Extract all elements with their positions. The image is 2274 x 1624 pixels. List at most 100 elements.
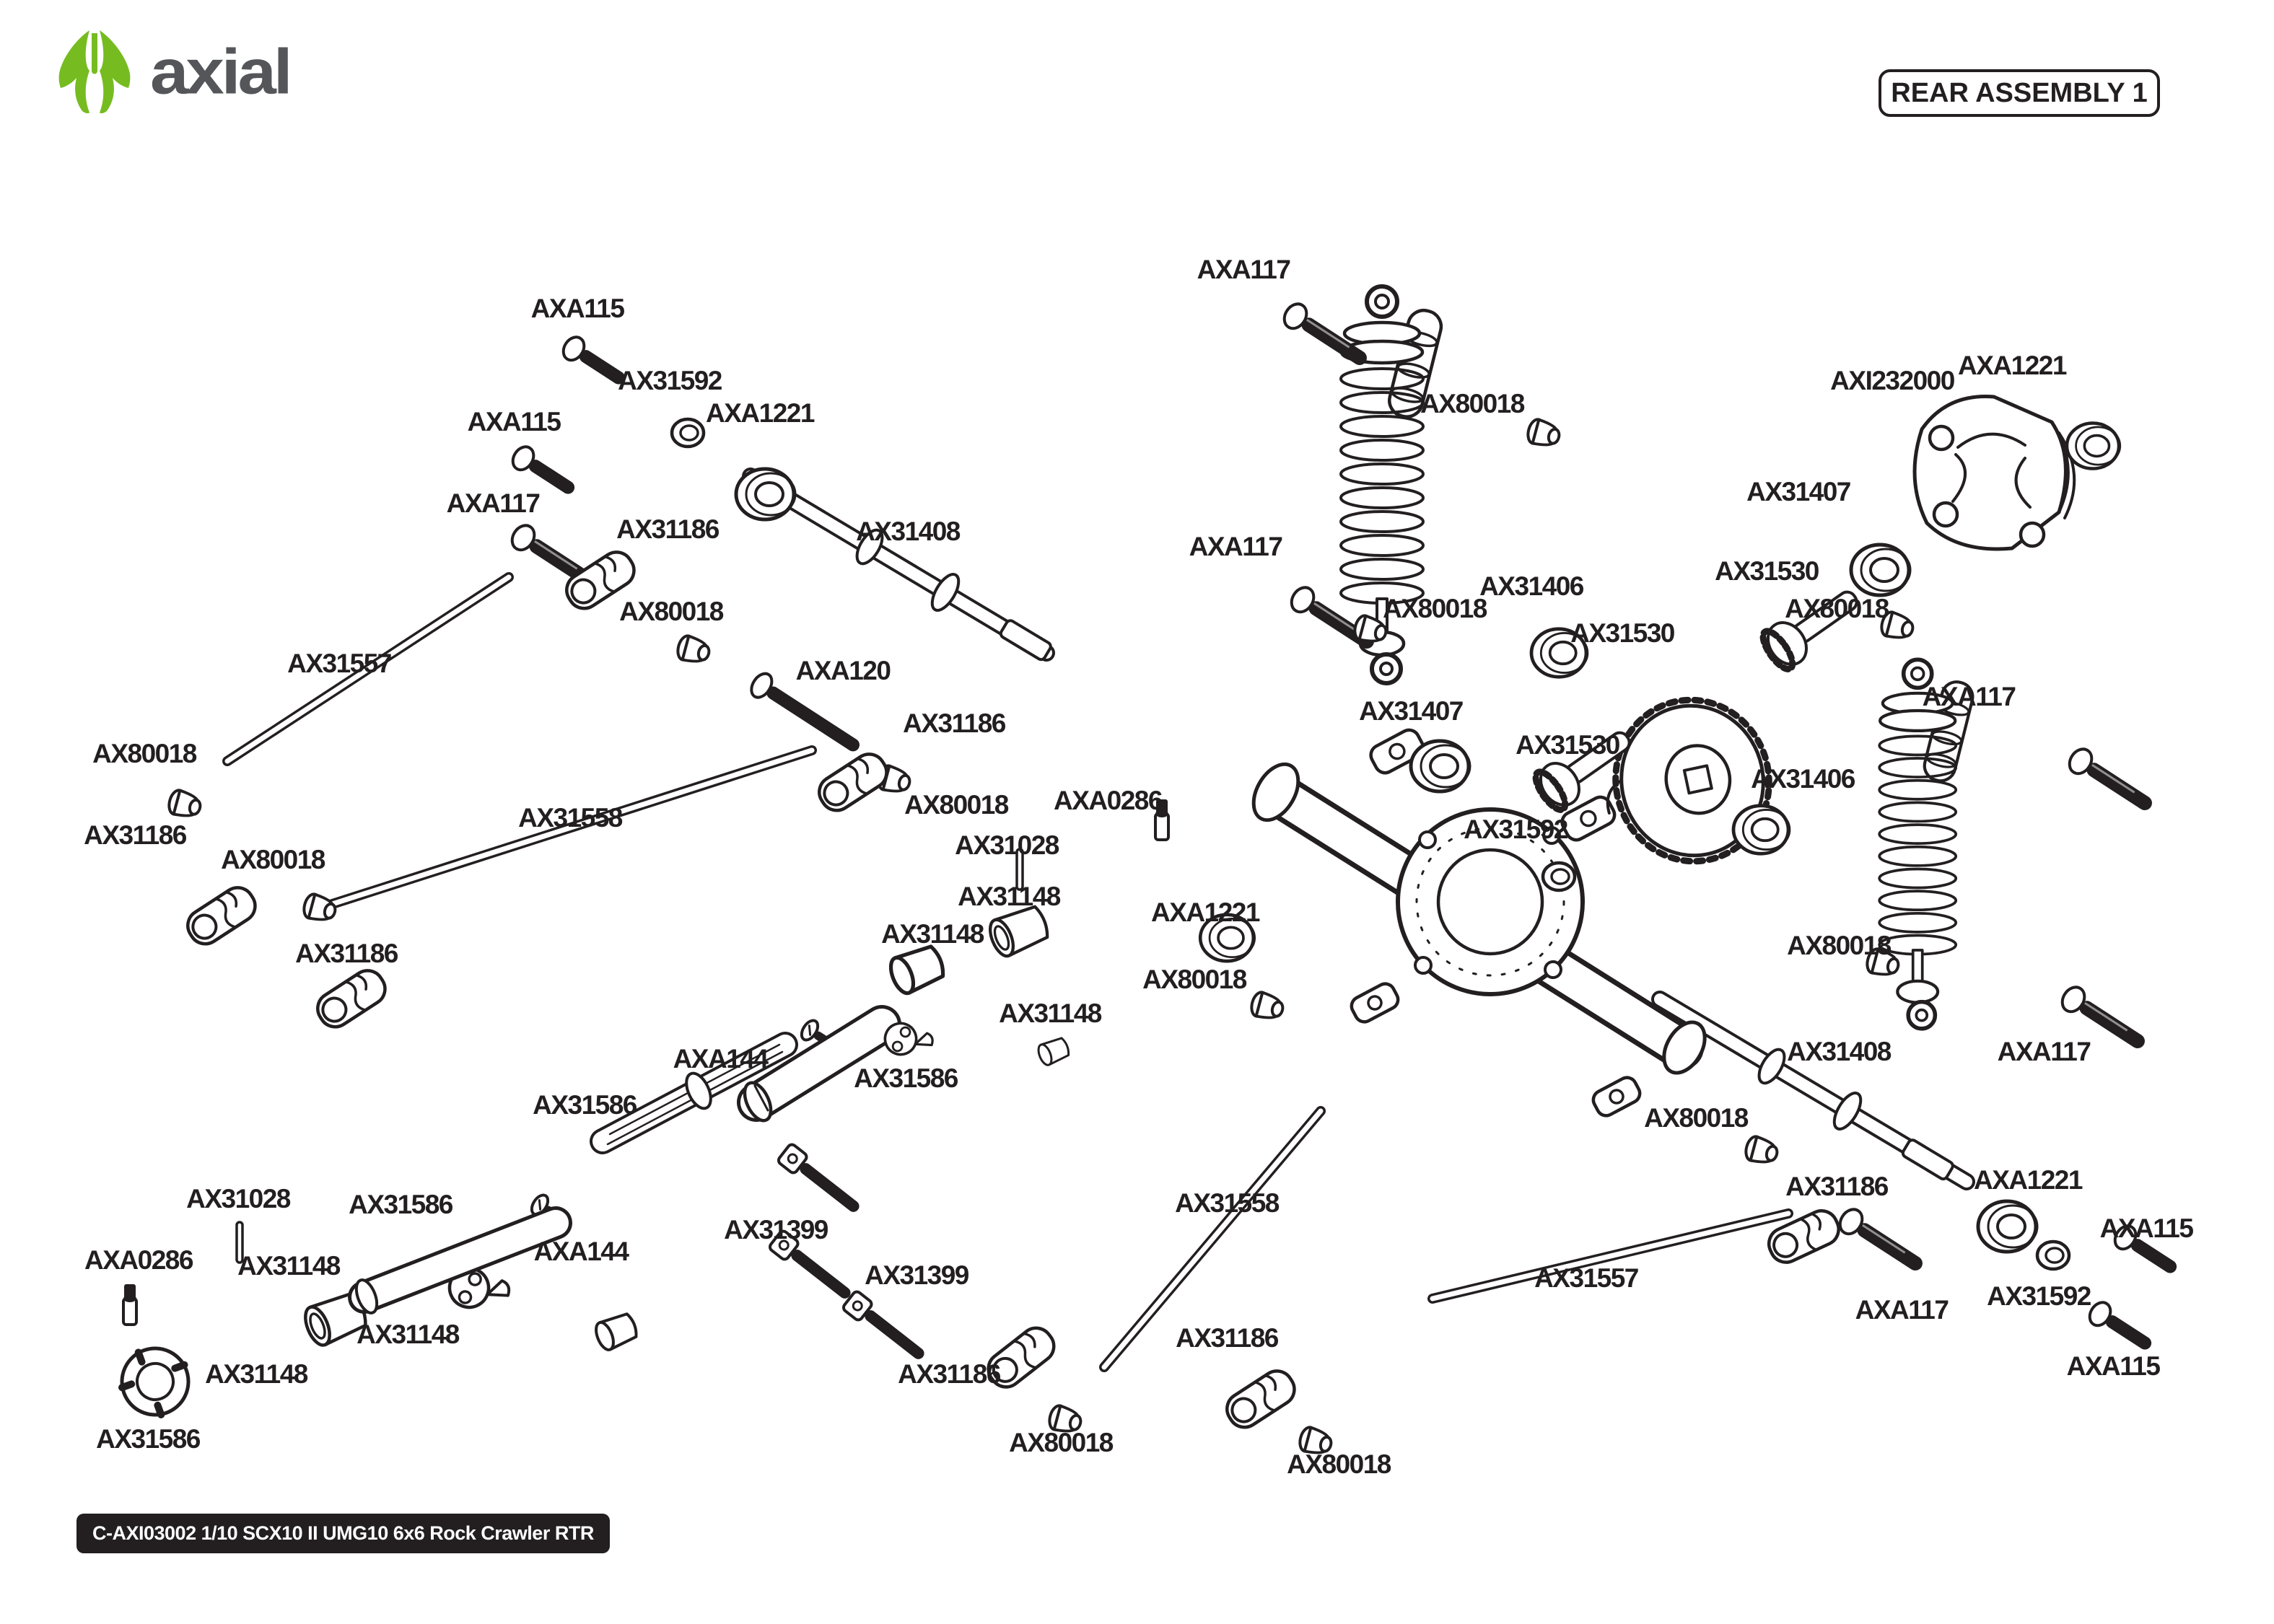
ring-gear-ax31530 bbox=[1606, 696, 1772, 865]
part-label-ax80018: AX80018 bbox=[1009, 1428, 1114, 1457]
part-label-axa0286: AXA0286 bbox=[84, 1245, 193, 1275]
part-label-ax31530: AX31530 bbox=[1516, 730, 1620, 760]
screw-axa115 bbox=[2083, 1296, 2159, 1359]
part-label-ax31186: AX31186 bbox=[1785, 1172, 1889, 1201]
screw-ax31399 bbox=[775, 1141, 867, 1221]
part-label-axa1221: AXA1221 bbox=[706, 398, 815, 428]
part-label-ax31586: AX31586 bbox=[349, 1190, 453, 1219]
part-label-ax31148: AX31148 bbox=[357, 1320, 460, 1349]
part-label-axa115: AXA115 bbox=[467, 407, 561, 436]
axle-housing-drawing bbox=[1251, 728, 1707, 1118]
part-label-axa117: AXA117 bbox=[1189, 532, 1283, 561]
part-label-axa117: AXA117 bbox=[1997, 1037, 2091, 1066]
part-label-ax31586: AX31586 bbox=[533, 1090, 637, 1120]
bushing-ax80018 bbox=[1523, 416, 1564, 451]
axial-logo-icon bbox=[58, 30, 131, 114]
part-label-ax31148: AX31148 bbox=[999, 998, 1102, 1028]
axle-shaft-ax31408-right bbox=[1651, 991, 1975, 1190]
part-label-ax31586: AX31586 bbox=[854, 1063, 958, 1093]
model-id-bar: C-AXI03002 1/10 SCX10 II UMG10 6x6 Rock … bbox=[76, 1514, 610, 1553]
axial-logo: axial bbox=[52, 29, 293, 115]
rod-end-ax31186 bbox=[813, 748, 893, 817]
part-label-axi232000: AXI232000 bbox=[1830, 366, 1955, 395]
cup-ax31148 bbox=[591, 1309, 642, 1354]
part-label-ax31186: AX31186 bbox=[898, 1359, 1001, 1389]
bushing-ax80018 bbox=[165, 786, 205, 822]
driveshaft-tube-ax31586 bbox=[348, 1206, 572, 1314]
link-rod-ax31557-left bbox=[222, 572, 514, 766]
bushing-ax80018 bbox=[1741, 1133, 1782, 1168]
bearing-axa1221 bbox=[1978, 1201, 2037, 1252]
part-label-ax80018: AX80018 bbox=[1644, 1103, 1749, 1133]
assembly-title-badge: REAR ASSEMBLY 1 bbox=[1879, 69, 2160, 117]
part-label-ax80018: AX80018 bbox=[1383, 594, 1487, 623]
splined-shaft-ax31586 bbox=[590, 1032, 798, 1154]
part-label-ax31557: AX31557 bbox=[287, 649, 392, 678]
part-label-ax80018: AX80018 bbox=[1420, 389, 1525, 418]
part-label-ax31408: AX31408 bbox=[1787, 1037, 1892, 1066]
part-label-axa117: AXA117 bbox=[1197, 255, 1291, 284]
part-label-ax80018: AX80018 bbox=[1785, 594, 1889, 623]
part-label-ax31586: AX31586 bbox=[96, 1424, 201, 1454]
part-label-ax31592: AX31592 bbox=[1987, 1281, 2091, 1311]
driveshaft-slider-tube-ax31586 bbox=[737, 1005, 901, 1123]
outdrive-cup-ax31586 bbox=[113, 1339, 198, 1424]
part-label-ax31407: AX31407 bbox=[1359, 696, 1464, 726]
link-rod-ax31558-right bbox=[1099, 1106, 1326, 1372]
part-label-ax31399: AX31399 bbox=[724, 1214, 828, 1245]
part-label-ax31558: AX31558 bbox=[518, 803, 623, 833]
part-label-axa0286: AXA0286 bbox=[1054, 786, 1163, 815]
cup-ax31148 bbox=[1034, 1035, 1072, 1068]
part-label-ax31407: AX31407 bbox=[1746, 477, 1851, 506]
part-label-axa1221: AXA1221 bbox=[1974, 1165, 2083, 1195]
part-label-ax31530: AX31530 bbox=[1570, 618, 1675, 648]
screw-axa117 bbox=[2063, 743, 2160, 820]
bearing-ax31406 bbox=[1733, 806, 1790, 854]
rod-end-ax31186 bbox=[312, 965, 391, 1033]
link-rod-ax31558-left bbox=[316, 745, 817, 913]
part-label-ax31186: AX31186 bbox=[1176, 1323, 1279, 1353]
part-label-ax80018: AX80018 bbox=[904, 790, 1009, 820]
part-label-ax31592: AX31592 bbox=[618, 366, 722, 395]
bearing-ax31407 bbox=[1851, 545, 1910, 595]
part-label-ax31148: AX31148 bbox=[958, 882, 1061, 911]
bushing-ax80018 bbox=[673, 632, 714, 667]
part-label-axa117: AXA117 bbox=[1922, 682, 2016, 711]
part-label-axa120: AXA120 bbox=[795, 656, 891, 685]
part-label-ax31186: AX31186 bbox=[903, 708, 1006, 738]
part-label-axa117: AXA117 bbox=[1855, 1295, 1949, 1325]
part-label-ax31557: AX31557 bbox=[1534, 1263, 1639, 1293]
bearing-axa1221 bbox=[736, 469, 795, 519]
pinion-gear-drawing bbox=[1758, 578, 1868, 673]
part-label-ax31028: AX31028 bbox=[955, 830, 1059, 860]
part-label-ax80018: AX80018 bbox=[1287, 1449, 1391, 1479]
screw-axa120 bbox=[750, 672, 860, 752]
part-label-ax80018: AX80018 bbox=[92, 739, 197, 768]
part-label-ax80018: AX80018 bbox=[1787, 931, 1892, 960]
part-label-ax31530: AX31530 bbox=[1715, 556, 1819, 586]
bearing-ax31407 bbox=[1411, 741, 1470, 791]
part-label-axa115: AXA115 bbox=[2099, 1213, 2194, 1243]
part-label-ax31186: AX31186 bbox=[295, 939, 398, 968]
part-label-axa144: AXA144 bbox=[533, 1236, 629, 1266]
part-label-ax31408: AX31408 bbox=[856, 517, 961, 546]
link-rod-ax31557-right bbox=[1427, 1208, 1793, 1304]
part-label-ax31592: AX31592 bbox=[1464, 815, 1568, 844]
part-label-ax31148: AX31148 bbox=[237, 1251, 341, 1281]
part-label-ax80018: AX80018 bbox=[221, 845, 325, 874]
part-label-axa1221: AXA1221 bbox=[1958, 351, 2067, 380]
part-label-ax31028: AX31028 bbox=[186, 1184, 291, 1213]
axial-wordmark: axial bbox=[150, 36, 293, 107]
part-label-ax31406: AX31406 bbox=[1479, 571, 1584, 601]
screw-ax31399 bbox=[840, 1289, 932, 1368]
rod-end-ax31186 bbox=[182, 882, 261, 950]
part-label-ax31186: AX31186 bbox=[616, 514, 720, 544]
part-label-axa1221: AXA1221 bbox=[1151, 897, 1260, 927]
setscrew-axa0286 bbox=[122, 1283, 138, 1326]
part-label-ax31148: AX31148 bbox=[881, 919, 984, 949]
part-label-ax31186: AX31186 bbox=[84, 820, 187, 850]
bushing-ax80018 bbox=[1247, 988, 1287, 1024]
washer-ax31592 bbox=[2037, 1242, 2069, 1269]
